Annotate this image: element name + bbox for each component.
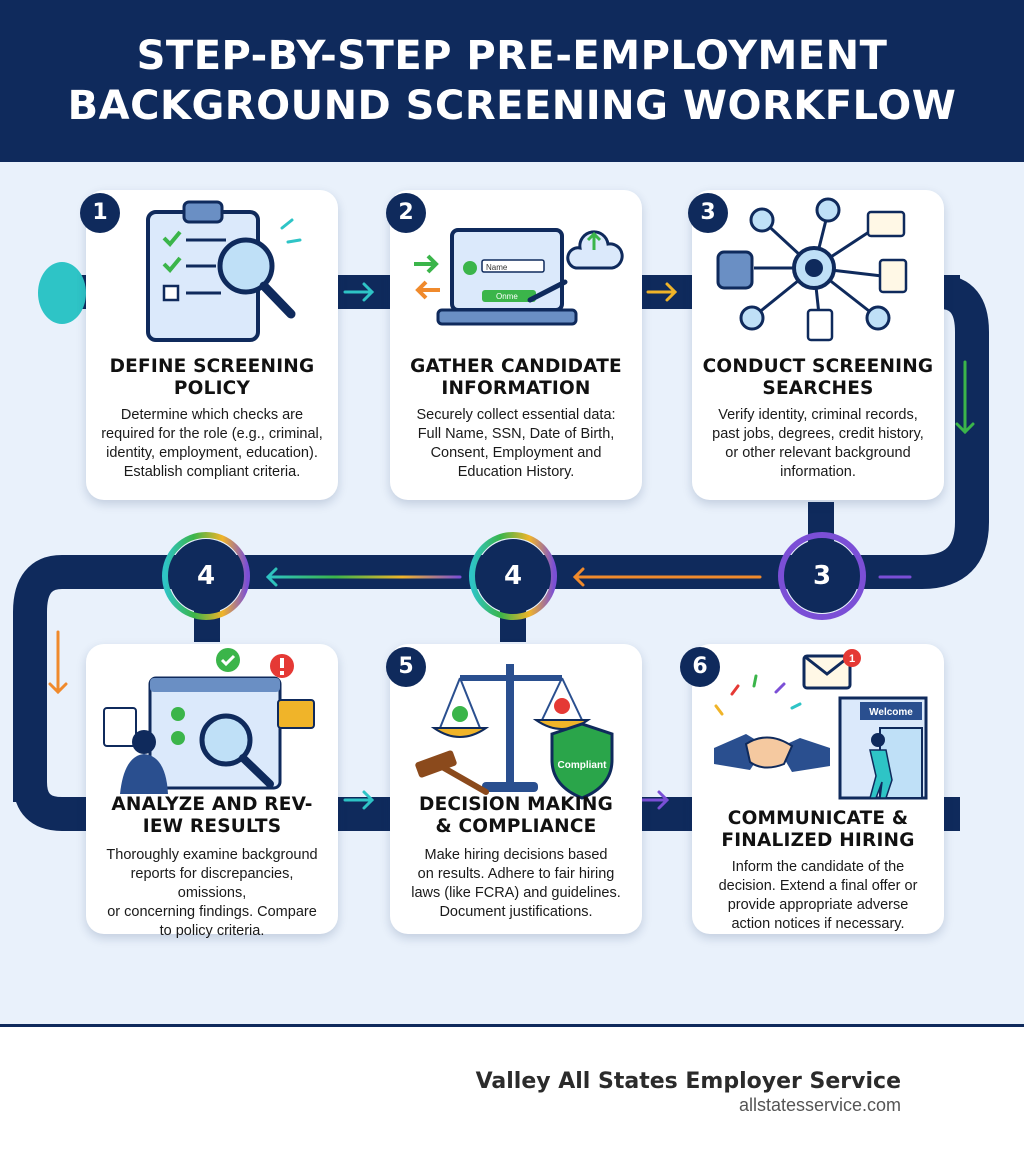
handshake-welcome-icon: 1 Welcome bbox=[714, 649, 928, 800]
step-description: Securely collect essential data:Full Nam… bbox=[416, 407, 616, 480]
pipe-right-turn bbox=[13, 275, 989, 802]
header-banner: STEP-BY-STEP PRE-EMPLOYMENT BACKGROUND S… bbox=[0, 0, 1024, 162]
flow-node-mid: 4 bbox=[476, 539, 550, 613]
scales-gavel-shield-icon: Compliant bbox=[415, 664, 614, 800]
step-description: Verify identity, criminal records,past j… bbox=[712, 407, 924, 480]
company-name: Valley All States Employer Service bbox=[475, 1069, 901, 1094]
arrow-right-1 bbox=[343, 282, 375, 302]
node-ring-right bbox=[778, 532, 866, 620]
arrow-left-2 bbox=[265, 567, 462, 587]
arrow-left-1 bbox=[572, 567, 762, 587]
step-title: COMMUNICATE &FINALIZED HIRING bbox=[721, 808, 915, 851]
step-card-5: Compliant DECISION MAKING& COMPLIANCE Ma… bbox=[390, 644, 642, 934]
step-card-6: 1 Welcome COMMUNICATE &FINALIZED HIRING … bbox=[692, 644, 944, 934]
step-title: ANALYZE AND REV-IEW RESULTS bbox=[111, 794, 313, 837]
page-title-line-1: STEP-BY-STEP PRE-EMPLOYMENT bbox=[136, 33, 888, 79]
step-number-1: 1 bbox=[80, 193, 120, 233]
step-number-6: 6 bbox=[680, 647, 720, 687]
step-title: DECISION MAKING& COMPLIANCE bbox=[419, 794, 613, 837]
page-title-line-2: BACKGROUND SCREENING WORKFLOW bbox=[67, 83, 957, 129]
arrow-right-2 bbox=[646, 282, 678, 302]
node-ring-left bbox=[162, 532, 250, 620]
pipe-bottom bbox=[13, 780, 960, 831]
node-ring-mid bbox=[469, 532, 557, 620]
step-number-5: 5 bbox=[386, 647, 426, 687]
clipboard-magnifier-icon bbox=[146, 200, 302, 342]
svg-text:Name: Name bbox=[486, 263, 508, 272]
step-card-4: ANALYZE AND REV-IEW RESULTS Thoroughly e… bbox=[86, 644, 338, 939]
pipe-start-cap bbox=[38, 262, 86, 324]
analyst-review-icon bbox=[103, 648, 315, 794]
arrow-right-3 bbox=[343, 790, 375, 810]
search-network-icon bbox=[716, 197, 908, 342]
flow-node-right: 3 bbox=[785, 539, 859, 613]
step-number-3: 3 bbox=[688, 193, 728, 233]
arrow-right-4 bbox=[638, 790, 670, 810]
laptop-form-upload-icon: Name Onme bbox=[414, 228, 624, 326]
svg-text:Onme: Onme bbox=[496, 292, 518, 301]
svg-text:1: 1 bbox=[849, 653, 855, 665]
svg-text:Welcome: Welcome bbox=[869, 707, 913, 718]
footer: Valley All States Employer Service allst… bbox=[0, 1024, 1024, 1154]
arrow-down-left bbox=[48, 630, 68, 695]
svg-text:Compliant: Compliant bbox=[558, 760, 608, 771]
arrow-down-right bbox=[955, 360, 975, 435]
company-website: allstatesservice.com bbox=[738, 1095, 901, 1115]
step-number-2: 2 bbox=[386, 193, 426, 233]
flow-node-left: 4 bbox=[169, 539, 243, 613]
